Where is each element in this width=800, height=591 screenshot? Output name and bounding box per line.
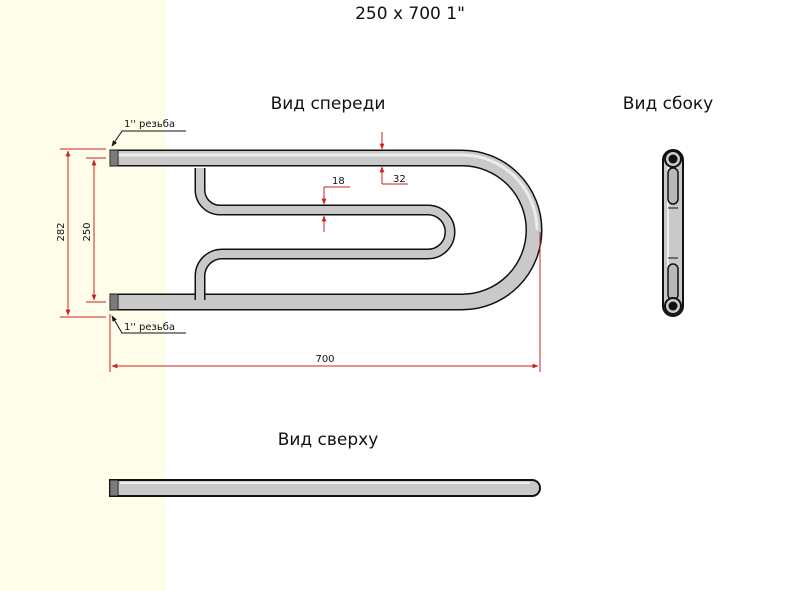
dim-length: 700 [315,354,334,365]
top-view-label: Вид сверху [278,430,379,450]
thread-note-bottom: 1'' резьба [124,322,175,333]
thread-top-icon [109,149,119,167]
side-view-label: Вид сбоку [623,94,713,114]
dimension-lines [60,132,541,372]
thread-bottom-icon [109,293,119,311]
drawing-title: 250 x 700 1" [355,4,465,24]
side-view [662,149,684,317]
dim-outer-height: 282 [56,222,67,241]
thread-note-top: 1'' резьба [124,119,175,130]
dim-inner-tube: 18 [332,176,345,187]
top-view [109,479,541,497]
dim-outer-tube: 32 [393,174,406,185]
front-view-label: Вид спереди [271,94,386,114]
dim-inner-height: 250 [82,222,93,241]
front-view: 1'' резьба 1'' резьба [109,119,543,334]
